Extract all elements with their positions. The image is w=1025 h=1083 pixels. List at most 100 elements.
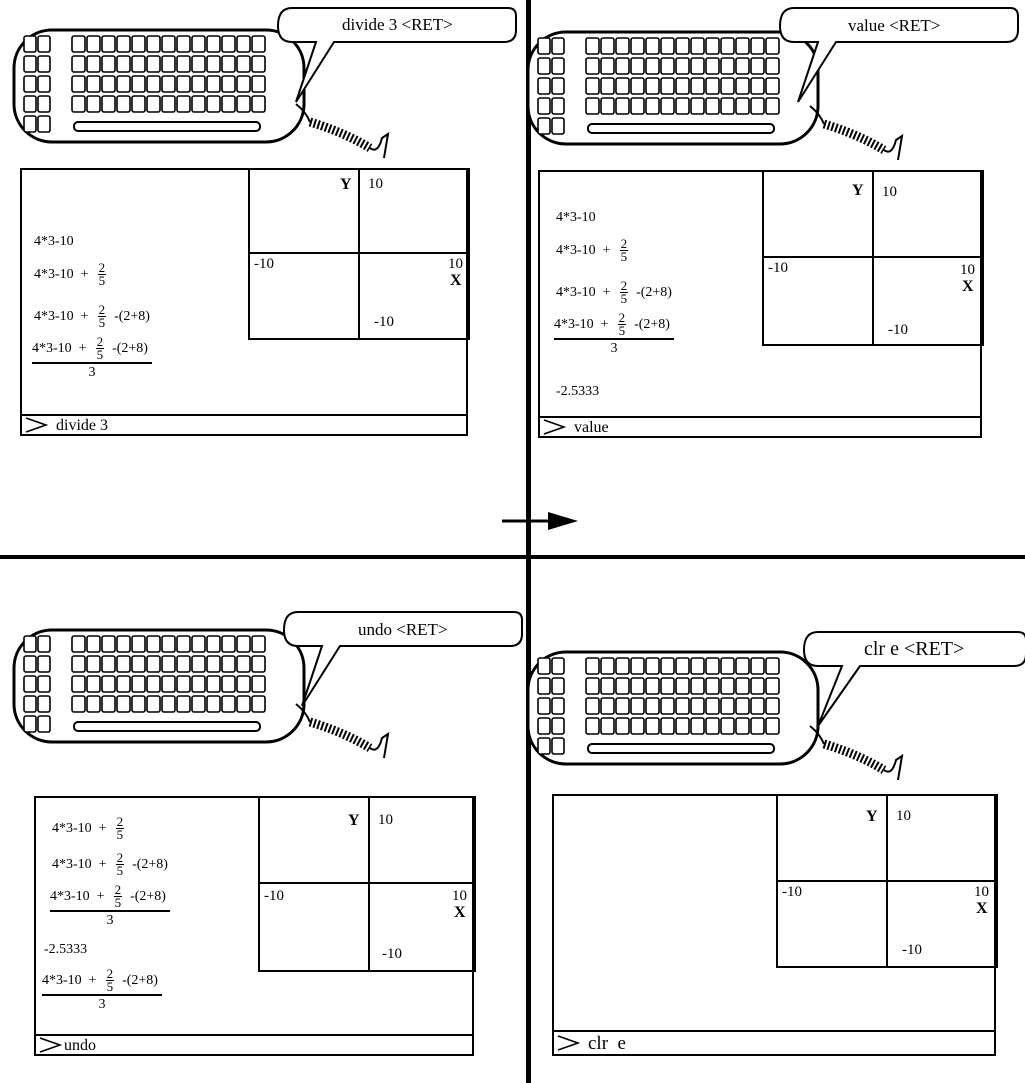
key-cap	[661, 58, 674, 74]
key-cap	[616, 78, 629, 94]
history-line: 4*3-10+ 25 -(2+8)	[34, 304, 150, 329]
key-cap	[72, 56, 85, 72]
key-cap	[766, 678, 779, 694]
key-cap	[646, 678, 659, 694]
key-cap	[691, 698, 704, 714]
key-cap	[102, 636, 115, 652]
key-cap	[102, 56, 115, 72]
key-cap	[721, 58, 734, 74]
key-cap	[616, 98, 629, 114]
key-cap	[631, 658, 644, 674]
history-result: -2.5333	[44, 942, 87, 958]
key-cap	[676, 678, 689, 694]
key-cap	[207, 676, 220, 692]
key-cap	[616, 38, 629, 54]
key-cap	[661, 698, 674, 714]
command-text: clr e	[588, 1033, 626, 1054]
key-cap	[177, 656, 190, 672]
key-cap	[162, 636, 175, 652]
history-line: 4*3-10+ 25	[556, 238, 630, 263]
y-max-label: 10	[896, 808, 911, 825]
key-cap	[751, 658, 764, 674]
key-cap	[87, 76, 100, 92]
key-cap	[676, 98, 689, 114]
key-cap	[38, 56, 50, 72]
key-cap	[601, 718, 614, 734]
key-cap	[552, 738, 564, 754]
key-cap	[207, 76, 220, 92]
key-cap	[586, 98, 599, 114]
key-cap	[117, 76, 130, 92]
key-cap	[646, 98, 659, 114]
key-cap	[87, 676, 100, 692]
key-cap	[721, 98, 734, 114]
y-axis	[368, 798, 370, 970]
key-cap	[162, 656, 175, 672]
key-cap	[691, 78, 704, 94]
key-cap	[102, 676, 115, 692]
key-cap	[192, 696, 205, 712]
key-cap	[162, 676, 175, 692]
key-cap	[538, 118, 550, 134]
key-cap	[706, 98, 719, 114]
command-line[interactable]: clr e	[554, 1030, 994, 1054]
key-cap	[72, 696, 85, 712]
key-cap	[147, 696, 160, 712]
key-cap	[676, 698, 689, 714]
key-cap	[87, 696, 100, 712]
calculator-screen: Y 10 -10 10 X -10 4*3-10 4*3-10+ 25 4*3-…	[538, 170, 982, 438]
key-cap	[631, 98, 644, 114]
key-cap	[676, 718, 689, 734]
key-cap	[87, 636, 100, 652]
panel-value: value <RET> Y 10 -10 10 X -10 4*3-10 4*3…	[532, 0, 1025, 550]
key-cap	[736, 38, 749, 54]
key-cap	[117, 56, 130, 72]
prompt-icon	[24, 416, 48, 434]
key-cap	[102, 76, 115, 92]
key-cap	[177, 636, 190, 652]
key-cap	[706, 78, 719, 94]
key-cap	[736, 78, 749, 94]
panel-divide: divide 3 <RET> Y 10 -10 10 X -10 4*3-10 …	[0, 0, 520, 550]
key-cap	[147, 56, 160, 72]
key-cap	[147, 636, 160, 652]
key-cap	[751, 718, 764, 734]
y-axis-label: Y	[348, 812, 360, 830]
key-cap	[552, 698, 564, 714]
key-cap	[147, 76, 160, 92]
x-axis	[764, 256, 982, 258]
key-cap	[252, 656, 265, 672]
key-cap	[192, 56, 205, 72]
key-cap	[132, 56, 145, 72]
history-line: 4*3-10+ 25	[52, 816, 126, 841]
key-cap	[736, 658, 749, 674]
x-axis-label: X	[976, 900, 988, 918]
key-cap	[252, 696, 265, 712]
key-cap	[252, 76, 265, 92]
key-cap	[72, 676, 85, 692]
key-cap	[38, 676, 50, 692]
key-cap	[222, 36, 235, 52]
x-axis	[250, 252, 468, 254]
key-cap	[601, 98, 614, 114]
command-line[interactable]: undo	[36, 1034, 472, 1054]
calculator-screen: Y 10 -10 10 X -10 clr e	[552, 794, 996, 1056]
key-cap	[24, 96, 36, 112]
key-cap	[631, 58, 644, 74]
key-cap	[751, 38, 764, 54]
key-cap	[177, 696, 190, 712]
key-cap	[162, 36, 175, 52]
graph-window: Y 10 -10 10 X -10	[762, 170, 984, 346]
key-cap	[552, 78, 564, 94]
y-axis	[872, 172, 874, 344]
key-cap	[721, 678, 734, 694]
key-cap	[237, 36, 250, 52]
key-cap	[646, 38, 659, 54]
x-axis	[260, 882, 474, 884]
key-cap	[222, 76, 235, 92]
command-line[interactable]: value	[540, 416, 980, 436]
key-cap	[706, 678, 719, 694]
y-axis	[358, 170, 360, 338]
command-line[interactable]: divide 3	[22, 414, 466, 434]
